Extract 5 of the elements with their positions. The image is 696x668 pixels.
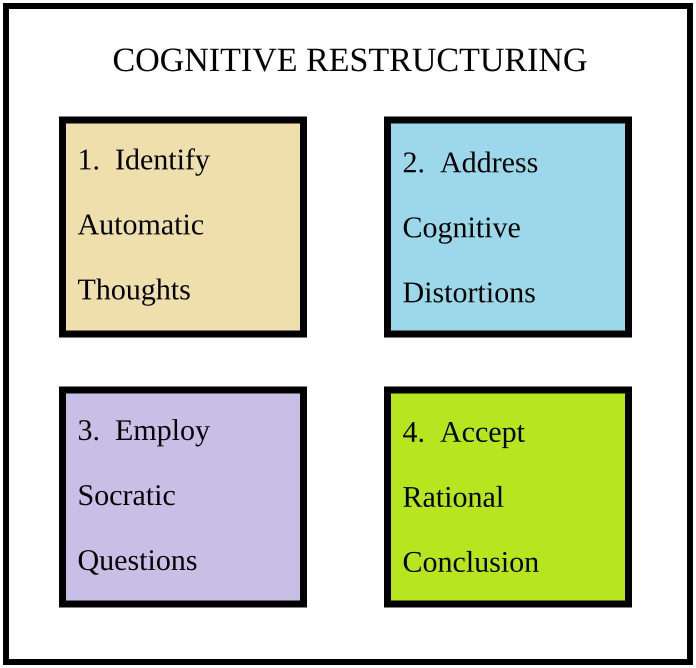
step-box: 2. Address Cognitive Distortions [384,116,632,338]
title: COGNITIVE RESTRUCTURING [114,48,586,72]
step-box: 4. Accept Rational Conclusion [384,386,632,608]
step-box: 1. Identify Automatic Thoughts [59,116,307,338]
step-box: 3. Employ Socratic Questions [59,386,307,608]
